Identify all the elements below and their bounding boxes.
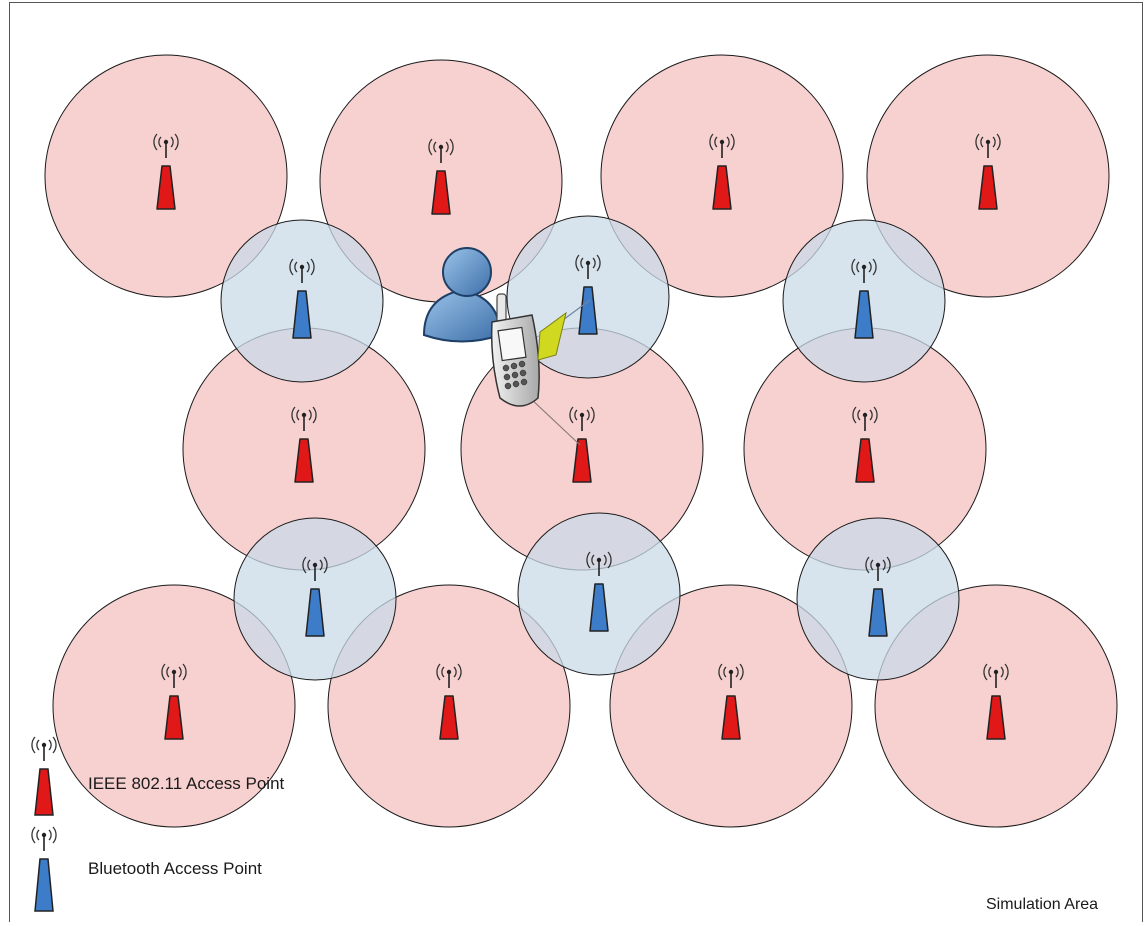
simulation-area-border	[9, 2, 1143, 922]
bluetooth-coverage-group	[220, 215, 960, 681]
wifi-access-point-icon	[569, 406, 595, 483]
legend-bluetooth-label: Bluetooth Access Point	[88, 859, 262, 878]
wifi-ap-group	[153, 133, 1009, 740]
wifi-access-point-icon	[718, 663, 744, 740]
wifi-access-point-icon	[291, 406, 317, 483]
bluetooth-access-point-icon	[586, 551, 612, 632]
legend-bluetooth-ap-icon	[31, 826, 57, 912]
legend-wifi-ap-icon	[31, 736, 57, 816]
legend-wifi-label: IEEE 802.11 Access Point	[88, 774, 285, 793]
wifi-access-point-icon	[428, 138, 454, 215]
bluetooth-ap-group	[289, 254, 891, 637]
wifi-access-point-icon	[975, 133, 1001, 210]
bluetooth-access-point-icon	[865, 556, 891, 637]
wifi-access-point-icon	[709, 133, 735, 210]
simulation-area-label: Simulation Area	[986, 896, 1099, 913]
wifi-access-point-icon	[852, 406, 878, 483]
bluetooth-access-point-icon	[575, 254, 601, 335]
wifi-access-point-icon	[161, 663, 187, 740]
bluetooth-access-point-icon	[851, 258, 877, 339]
wifi-link-line	[529, 397, 581, 446]
bluetooth-access-point-icon	[302, 556, 328, 637]
bluetooth-access-point-icon	[289, 258, 315, 339]
user-icon	[422, 247, 502, 343]
wifi-access-point-icon	[983, 663, 1009, 740]
mobile-phone-icon	[490, 293, 567, 407]
wifi-access-point-icon	[153, 133, 179, 210]
wifi-access-point-icon	[436, 663, 462, 740]
